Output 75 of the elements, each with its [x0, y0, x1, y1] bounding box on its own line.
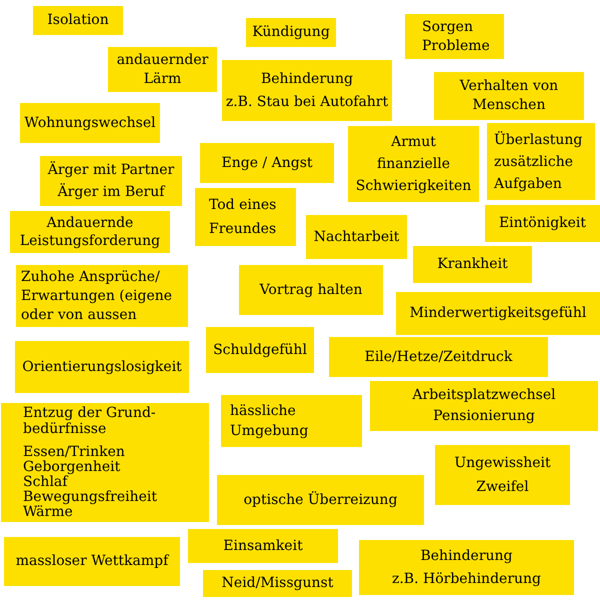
card-text: Behinderung	[260, 70, 354, 88]
card-text: Enge / Angst	[222, 154, 312, 172]
note-card	[413, 246, 532, 283]
card-text: Ärger mit Partner	[48, 160, 174, 180]
card-text: massloser Wettkampf	[16, 552, 168, 571]
note-card	[221, 395, 362, 447]
note-card	[217, 475, 424, 525]
card-text: Minderwertigkeitsgefühl	[410, 304, 586, 323]
card-text: z.B. Hörbehinderung	[392, 570, 542, 589]
card-text: Bewegungsfreiheit	[23, 490, 158, 505]
note-card	[246, 18, 336, 47]
note-card	[329, 337, 548, 377]
note-card	[188, 529, 338, 563]
note-card	[108, 47, 217, 92]
card-text: Ärger im Beruf	[58, 182, 164, 202]
card-text: Behinderung	[420, 547, 513, 566]
note-card	[239, 265, 383, 315]
card-text: optische Überreizung	[244, 490, 398, 510]
card-text: Orientierungslosigkeit	[22, 358, 182, 376]
note-card	[434, 72, 584, 120]
note-card	[16, 265, 188, 327]
card-text: z.B. Stau bei Autofahrt	[226, 92, 388, 112]
note-card	[359, 540, 574, 595]
card-text: Zuhohe Ansprüche/ Erwartungen (eigene oder von aussen	[21, 268, 174, 324]
card-text: Schuldgefühl	[213, 340, 307, 360]
card-text: Geborgenheit	[23, 460, 120, 475]
card-text: Vortrag halten	[260, 280, 362, 300]
card-text: Krankheit	[437, 255, 508, 274]
card-text: Sorgen	[422, 18, 473, 36]
card-text: Armut	[391, 133, 436, 152]
card-text: Zweifel	[476, 478, 529, 497]
card-text: Andauernde Leistungsforderung	[18, 214, 162, 250]
card-text: Neid/Missgunst	[222, 574, 334, 593]
note-card	[200, 143, 334, 183]
note-card	[435, 445, 570, 505]
note-card	[33, 6, 123, 35]
note-card	[1, 403, 209, 522]
card-text: Arbeitsplatzwechsel	[412, 386, 556, 405]
card-text: finanzielle Schwierigkeiten	[354, 155, 472, 196]
note-card	[396, 292, 600, 335]
note-card	[203, 570, 352, 597]
note-card	[15, 341, 189, 393]
note-card	[195, 188, 296, 246]
card-text: Wohnungswechsel	[24, 114, 156, 132]
note-card	[405, 14, 504, 59]
note-card	[222, 60, 392, 121]
note-card	[485, 205, 600, 242]
card-text: Nachtarbeit	[314, 228, 400, 246]
card-text: Wärme	[23, 505, 73, 520]
note-card	[206, 327, 314, 373]
card-text: zusätzliche Aufgaben	[494, 152, 574, 194]
card-text: andauernder Lärm	[116, 50, 210, 88]
card-text: Einsamkeit	[223, 536, 303, 556]
card-text: Eile/Hetze/Zeitdruck	[364, 348, 512, 366]
card-text: Ungewissheit	[454, 454, 551, 473]
note-card	[348, 126, 479, 202]
card-text: Isolation	[47, 11, 109, 30]
note-card	[10, 211, 170, 253]
card-text: Kündigung	[252, 23, 330, 42]
card-text: Schlaf	[23, 475, 68, 490]
note-card	[20, 103, 160, 143]
card-text: Verhalten von Menschen	[458, 77, 560, 115]
card-text: Entzug der Grund- bedürfnisse	[23, 405, 157, 437]
card-text: Probleme	[422, 36, 490, 56]
note-card	[487, 123, 595, 200]
note-card	[4, 537, 180, 586]
note-card	[370, 381, 598, 431]
card-text: Tod eines Freundes	[209, 196, 278, 239]
note-card	[306, 215, 407, 259]
card-text: Pensionierung	[433, 407, 535, 426]
card-text: Essen/Trinken	[23, 445, 125, 460]
card-text: Eintönigkeit	[498, 214, 586, 233]
card-text: hässliche Umgebung	[230, 402, 310, 441]
card-text: Überlastung	[494, 130, 582, 150]
note-card	[40, 156, 182, 206]
